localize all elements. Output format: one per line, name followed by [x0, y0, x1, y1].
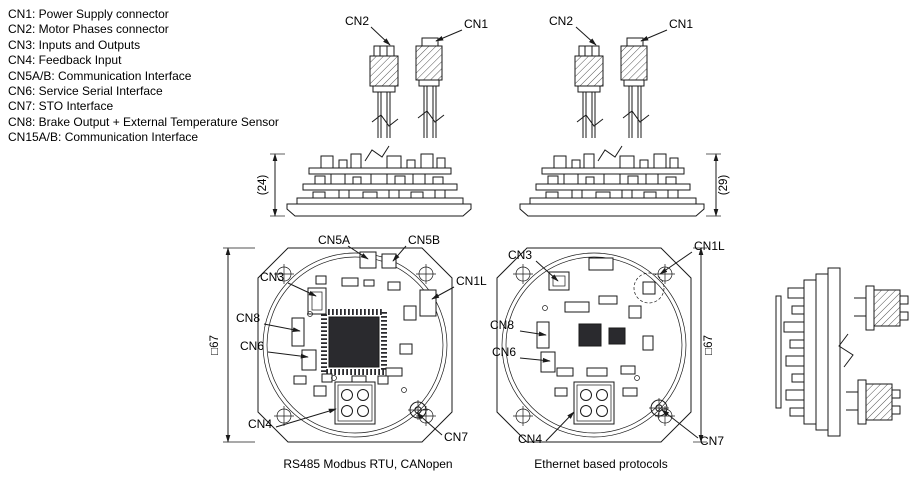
legend-line-cn2: CN2: Motor Phases connector: [8, 22, 169, 36]
board-caption: Ethernet based protocols: [534, 457, 667, 471]
cn6-callout-label: CN6: [492, 345, 516, 359]
cn1l-callout-label: CN1L: [456, 274, 487, 288]
pcb-right-drawing: [496, 247, 692, 443]
legend-line-cn7: CN7: STO Interface: [8, 99, 113, 113]
pcb-left-drawing: [257, 247, 453, 443]
height-dimension-label: (29): [718, 175, 730, 196]
break-symbol: [838, 333, 854, 368]
legend-line-cn4: CN4: Feedback Input: [8, 53, 122, 67]
board-dimension-label: □67: [209, 335, 221, 355]
pcb-top-view-left: CN5A CN5B CN3 CN1L CN8 CN6 CN4 CN7 □67 R…: [209, 233, 487, 471]
connector-legend: CN1: Power Supply connector CN2: Motor P…: [8, 7, 279, 144]
vertical-stack-drawing: [775, 267, 841, 437]
stack-side-drawing: [519, 145, 705, 217]
legend-line-cn8: CN8: Brake Output + External Temperature…: [8, 115, 279, 129]
legend-line-cn15: CN15A/B: Communication Interface: [8, 130, 198, 144]
legend-line-cn3: CN3: Inputs and Outputs: [8, 38, 140, 52]
cn8-callout-label: CN8: [490, 318, 514, 332]
cn7-callout-label: CN7: [700, 434, 724, 448]
cn1l-callout-label: CN1L: [694, 239, 725, 253]
height-dimension-label: (24): [257, 175, 269, 196]
cn8-callout-label: CN8: [236, 311, 260, 325]
cn3-callout-label: CN3: [260, 270, 284, 284]
side-view-right: (29): [519, 145, 730, 217]
cn2-callout-label: CN2: [549, 14, 573, 28]
cn4-callout-label: CN4: [248, 417, 272, 431]
stack-side-drawing: [286, 145, 472, 217]
legend-line-cn6: CN6: Service Serial Interface: [8, 84, 163, 98]
connector-detail-top: [853, 285, 909, 331]
cn2-callout-label: CN2: [345, 14, 369, 28]
connector-view-right: CN2 CN1: [549, 14, 693, 139]
cn6-callout-label: CN6: [240, 339, 264, 353]
pcb-top-view-right: CN3 CN1L CN8 CN6 CN4 CN7 □67 Ethernet ba…: [490, 239, 725, 471]
legend-line-cn5: CN5A/B: Communication Interface: [8, 69, 192, 83]
cn1-callout-label: CN1: [464, 17, 488, 31]
connector-pair-drawing: [574, 37, 650, 139]
side-view-left: (24): [257, 145, 472, 217]
legend-line-cn1: CN1: Power Supply connector: [8, 7, 169, 21]
cn7-callout-label: CN7: [444, 430, 468, 444]
cn5a-callout-label: CN5A: [318, 233, 350, 247]
connector-detail-bottom: [845, 379, 901, 425]
board-caption: RS485 Modbus RTU, CANopen: [283, 457, 452, 471]
cn3-callout-label: CN3: [508, 248, 532, 262]
board-dimension-label: □67: [703, 335, 715, 355]
cn4-callout-label: CN4: [518, 432, 542, 446]
connector-pair-drawing: [369, 37, 445, 139]
connector-view-left: CN2 CN1: [345, 14, 488, 139]
cn1-callout-label: CN1: [669, 17, 693, 31]
side-assembly-right-edge: [775, 267, 909, 437]
cn5b-callout-label: CN5B: [408, 233, 440, 247]
